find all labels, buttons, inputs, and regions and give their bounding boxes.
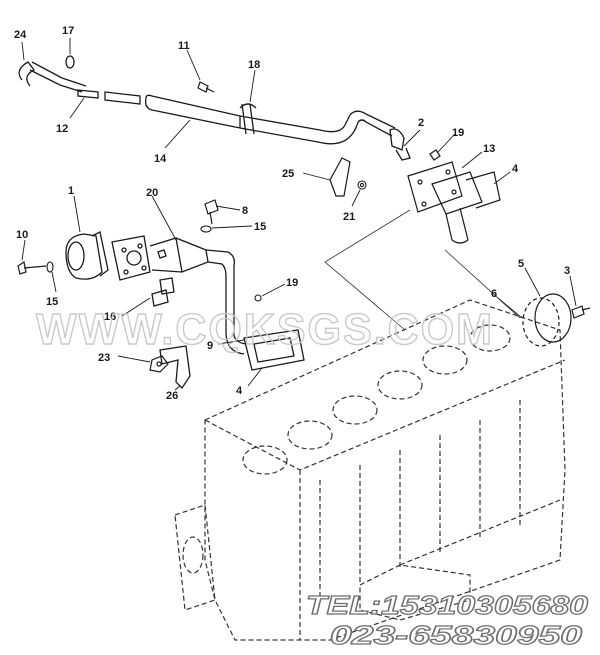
clip-25 bbox=[329, 157, 351, 197]
nut-21 bbox=[357, 180, 367, 190]
callout-1: 1 bbox=[68, 185, 74, 197]
bolt-10 bbox=[17, 261, 47, 275]
callout-25: 25 bbox=[282, 168, 294, 180]
callout-15-right: 15 bbox=[254, 221, 266, 233]
callout-5: 5 bbox=[518, 258, 524, 270]
callout-6: 6 bbox=[491, 288, 497, 300]
callout-4-lower: 4 bbox=[236, 385, 243, 397]
callout-8: 8 bbox=[242, 205, 248, 217]
watermark-text: WWW.CQKSGS.COM bbox=[36, 305, 494, 354]
callout-20: 20 bbox=[146, 187, 158, 199]
callout-2: 2 bbox=[418, 117, 424, 129]
bolt-11 bbox=[197, 81, 215, 93]
contact-phone: 023-65830950 bbox=[330, 620, 583, 650]
pump-assembly bbox=[65, 231, 305, 390]
dipstick-assembly bbox=[18, 55, 411, 161]
callout-26: 26 bbox=[166, 390, 178, 402]
bolt-8 bbox=[204, 199, 219, 225]
cover-assembly-right bbox=[522, 293, 591, 347]
engine-block bbox=[174, 299, 566, 641]
callout-14: 14 bbox=[154, 153, 167, 165]
nut-23 bbox=[149, 355, 169, 373]
callout-18: 18 bbox=[248, 59, 260, 71]
callout-leaders bbox=[21, 38, 577, 391]
callout-11: 11 bbox=[178, 40, 190, 52]
callout-4-upper: 4 bbox=[512, 163, 519, 175]
callout-17: 17 bbox=[62, 25, 74, 37]
callout-23: 23 bbox=[98, 352, 110, 364]
callout-13: 13 bbox=[483, 143, 495, 155]
callout-24: 24 bbox=[14, 29, 27, 41]
callout-12: 12 bbox=[56, 123, 68, 135]
flange-assembly-upper bbox=[407, 149, 501, 244]
callout-19-lower: 19 bbox=[286, 277, 298, 289]
assembly-leader-lines bbox=[324, 209, 521, 331]
washer-15-left bbox=[46, 261, 54, 273]
callout-3: 3 bbox=[564, 265, 570, 277]
contact-tel: TEL:15310305680 bbox=[306, 590, 589, 620]
callout-9: 9 bbox=[207, 340, 213, 352]
callout-16: 16 bbox=[104, 311, 116, 323]
washer-15-right bbox=[200, 225, 212, 233]
callout-10: 10 bbox=[16, 229, 28, 241]
callout-21: 21 bbox=[343, 211, 355, 223]
callout-15-left: 15 bbox=[46, 296, 58, 308]
callout-19-upper: 19 bbox=[452, 127, 464, 139]
screw-19-lower bbox=[254, 294, 262, 302]
